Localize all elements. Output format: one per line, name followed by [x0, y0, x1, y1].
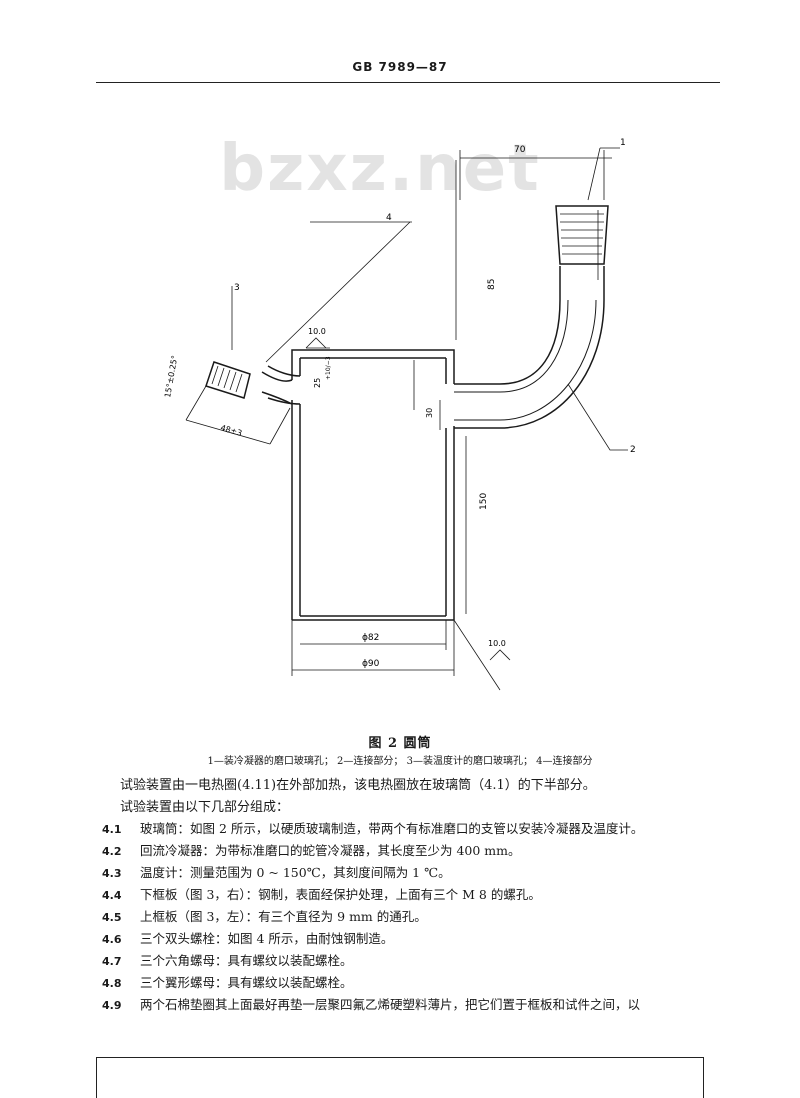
cylinder-top-rim: [291, 349, 455, 360]
clause-number: 4.9: [102, 999, 122, 1012]
joint-ridges: [211, 365, 243, 393]
dim-outer-diameter: ϕ90: [362, 659, 380, 669]
clause-4-2: 4.2 回流冷凝器：为带标准磨口的蛇管冷凝器，其长度至少为 400 mm。: [102, 840, 521, 859]
roughness-top: 10.0: [308, 327, 326, 336]
footer-frame: [96, 1057, 704, 1098]
bent-tube-outer: [454, 266, 561, 385]
right-upper-wall: [445, 358, 455, 384]
condenser-joint-ridges: [560, 213, 604, 255]
figure-title: 图 2 圆筒: [368, 736, 432, 751]
clause-4-8: 4.8 三个翼形螺母：具有螺纹以装配螺栓。: [102, 972, 353, 991]
condenser-joint: [555, 205, 609, 265]
clause-text: 下框板（图 3，右）：钢制，表面经保护处理，上面有三个 M 8 的螺孔。: [140, 887, 541, 902]
cylinder-bottom: [292, 615, 454, 621]
clause-number: 4.8: [102, 977, 122, 990]
cylinder-left-wall: [291, 400, 301, 620]
clause-number: 4.5: [102, 911, 122, 924]
clause-4-7: 4.7 三个六角螺母：具有螺纹以装配螺栓。: [102, 950, 353, 969]
dim-height-side: 30: [425, 408, 434, 418]
thermometer-joint: [205, 361, 251, 399]
dim-branch-angle: 15°±0.25°: [163, 355, 179, 399]
clause-number: 4.4: [102, 889, 122, 902]
clause-number: 4.7: [102, 955, 122, 968]
bent-tube-inner-bottom: [454, 266, 605, 429]
clause-4-5: 4.5 上框板（图 3，左）：有三个直径为 9 mm 的通孔。: [102, 906, 427, 925]
roughness-bottom: 10.0: [488, 639, 506, 648]
clause-number: 4.6: [102, 933, 122, 946]
clause-number: 4.1: [102, 823, 122, 836]
callout-4: 4: [386, 213, 392, 223]
standard-code: GB 7989—87: [352, 60, 448, 74]
callout-1: 1: [620, 138, 626, 148]
clause-text: 回流冷凝器：为带标准磨口的蛇管冷凝器，其长度至少为 400 mm。: [140, 843, 521, 858]
paragraph-1: 试验装置由一电热圈(4.11)在外部加热，该电热圈放在玻璃筒（4.1）的下半部分…: [120, 778, 596, 793]
dim-neck-height: 25: [313, 378, 322, 388]
technical-drawing: 70 85 30 150 25 +10/−3 ϕ82 ϕ90 48±3 15°±…: [163, 138, 636, 691]
figure-caption: 1—装冷凝器的磨口玻璃孔； 2—连接部分； 3—装温度计的磨口玻璃孔； 4—连接…: [207, 756, 593, 767]
left-upper-wall: [291, 358, 301, 380]
clause-4-3: 4.3 温度计：测量范围为 0 ~ 150℃，其刻度间隔为 1 ℃。: [102, 862, 451, 881]
clause-text: 三个六角螺母：具有螺纹以装配螺栓。: [140, 953, 353, 968]
side-branch-outer: [261, 371, 293, 405]
figure-2-cylinder-drawing: 70 85 30 150 25 +10/−3 ϕ82 ϕ90 48±3 15°±…: [163, 138, 636, 691]
dim-neck-tol: +10/−3: [325, 356, 332, 380]
header-rule: [96, 82, 720, 83]
clause-number: 4.3: [102, 867, 122, 880]
clause-text: 三个双头螺栓：如图 4 所示，由耐蚀钢制造。: [140, 931, 394, 946]
callout-2: 2: [630, 445, 636, 455]
clause-text: 温度计：测量范围为 0 ~ 150℃，其刻度间隔为 1 ℃。: [140, 865, 451, 880]
bent-tube-inner-top: [454, 299, 597, 421]
dim-inner-diameter: ϕ82: [362, 633, 379, 643]
callout-3: 3: [234, 283, 240, 293]
clause-4-1: 4.1 玻璃筒：如图 2 所示，以硬质玻璃制造，带两个有标准磨口的支管以安装冷凝器…: [102, 818, 643, 837]
clause-text: 玻璃筒：如图 2 所示，以硬质玻璃制造，带两个有标准磨口的支管以安装冷凝器及温度…: [140, 821, 644, 836]
dim-branch-length: 48±3: [219, 423, 243, 438]
clause-text: 三个翼形螺母：具有螺纹以装配螺栓。: [140, 975, 353, 990]
side-branch-inner: [267, 365, 301, 405]
dim-height-tube: 85: [487, 279, 497, 290]
clause-4-6: 4.6 三个双头螺栓：如图 4 所示，由耐蚀钢制造。: [102, 928, 393, 947]
dim-height-body: 150: [479, 493, 489, 510]
clause-4-9: 4.9 两个石棉垫圈其上面最好再垫一层聚四氟乙烯硬塑料薄片，把它们置于框板和试件之…: [102, 994, 640, 1013]
clause-text: 两个石棉垫圈其上面最好再垫一层聚四氟乙烯硬塑料薄片，把它们置于框板和试件之间，以: [140, 997, 641, 1012]
dim-width-top: 70: [514, 145, 526, 155]
paragraph-2: 试验装置由以下几部分组成：: [120, 800, 290, 815]
watermark: bzxz.net: [219, 132, 541, 206]
clause-text: 上框板（图 3，左）：有三个直径为 9 mm 的通孔。: [140, 909, 427, 924]
cylinder-right-wall: [445, 426, 455, 620]
clause-4-4: 4.4 下框板（图 3，右）：钢制，表面经保护处理，上面有三个 M 8 的螺孔。: [102, 884, 541, 903]
clause-number: 4.2: [102, 845, 122, 858]
